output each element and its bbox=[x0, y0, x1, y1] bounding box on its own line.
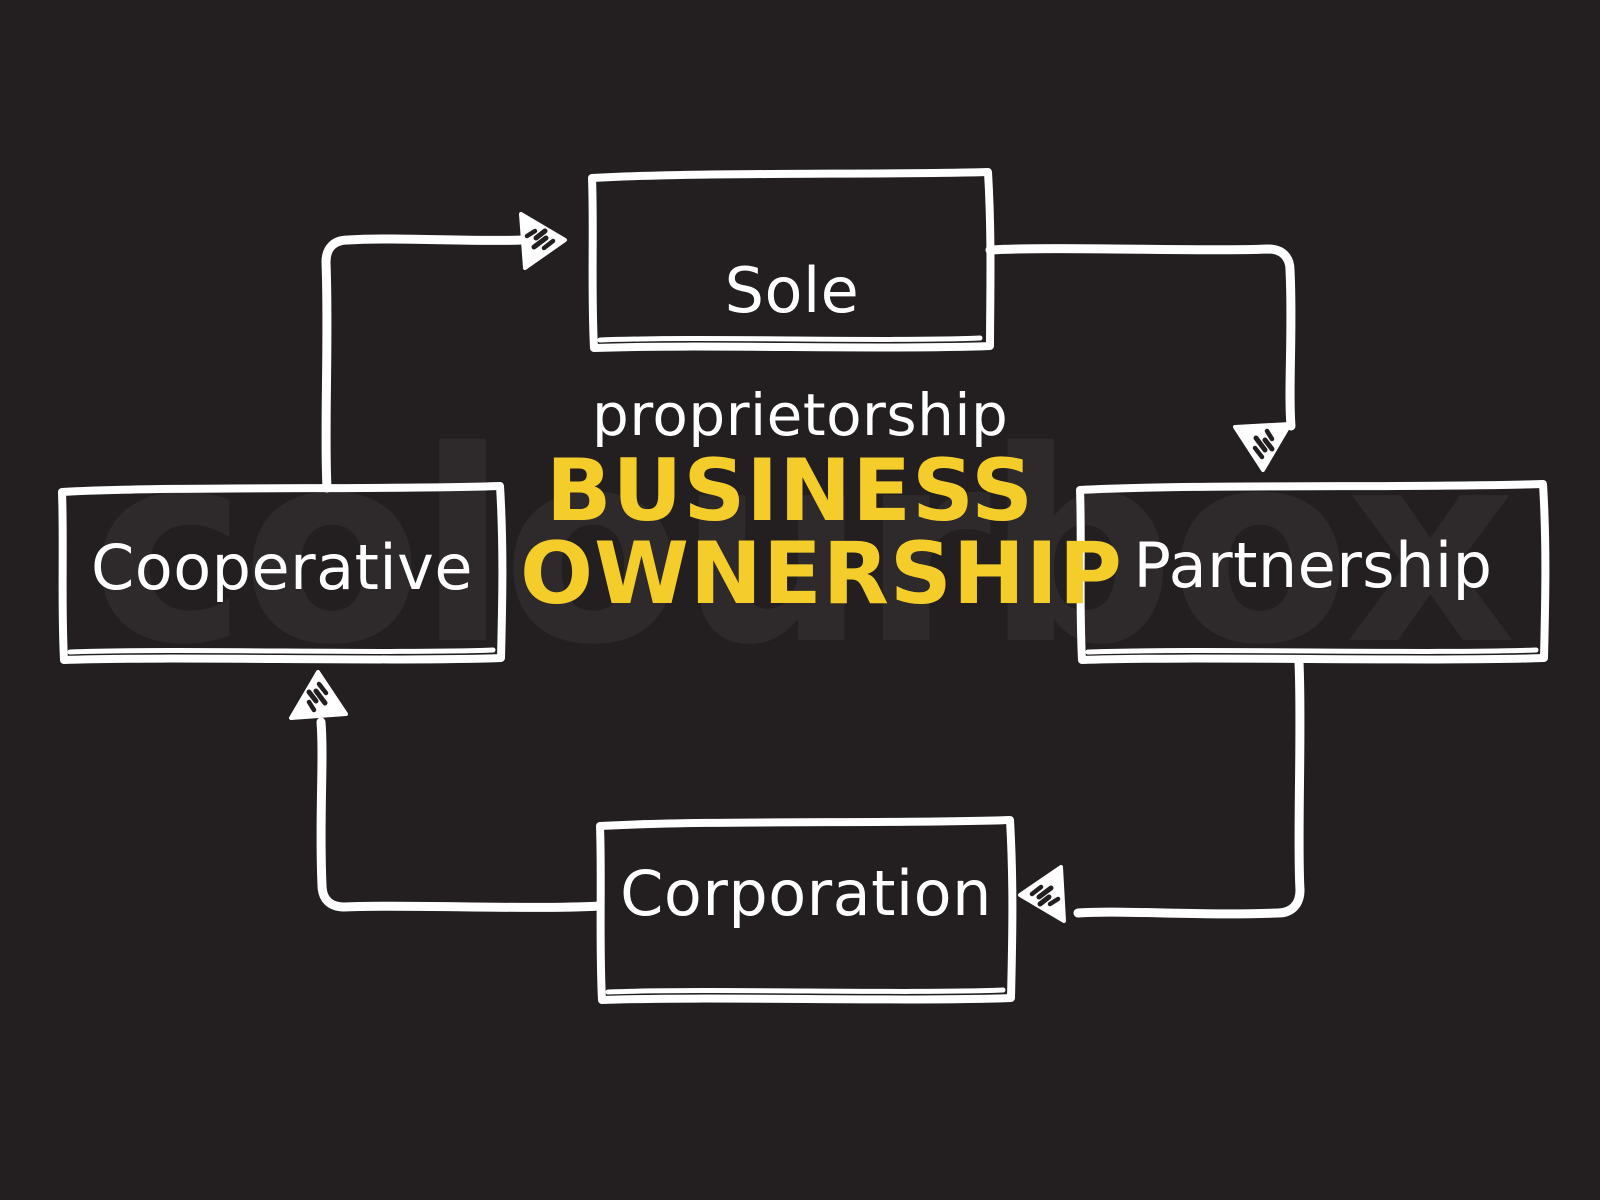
connector-corporation-to-cooperative bbox=[289, 670, 605, 912]
connector-sole-proprietorship-to-partnership bbox=[985, 244, 1296, 472]
node-box-corporation[interactable] bbox=[596, 816, 1017, 1004]
arrow-up-icon bbox=[289, 670, 348, 720]
connector-cooperative-to-sole-proprietorship bbox=[321, 212, 567, 493]
arrow-right-icon bbox=[519, 212, 567, 270]
connector-partnership-to-corporation bbox=[1018, 657, 1305, 923]
node-box-sole-proprietorship[interactable] bbox=[588, 168, 995, 352]
node-box-partnership[interactable] bbox=[1076, 480, 1550, 664]
arrow-down-icon bbox=[1233, 422, 1292, 472]
arrow-left-icon bbox=[1018, 865, 1066, 923]
node-box-cooperative[interactable] bbox=[58, 482, 507, 664]
